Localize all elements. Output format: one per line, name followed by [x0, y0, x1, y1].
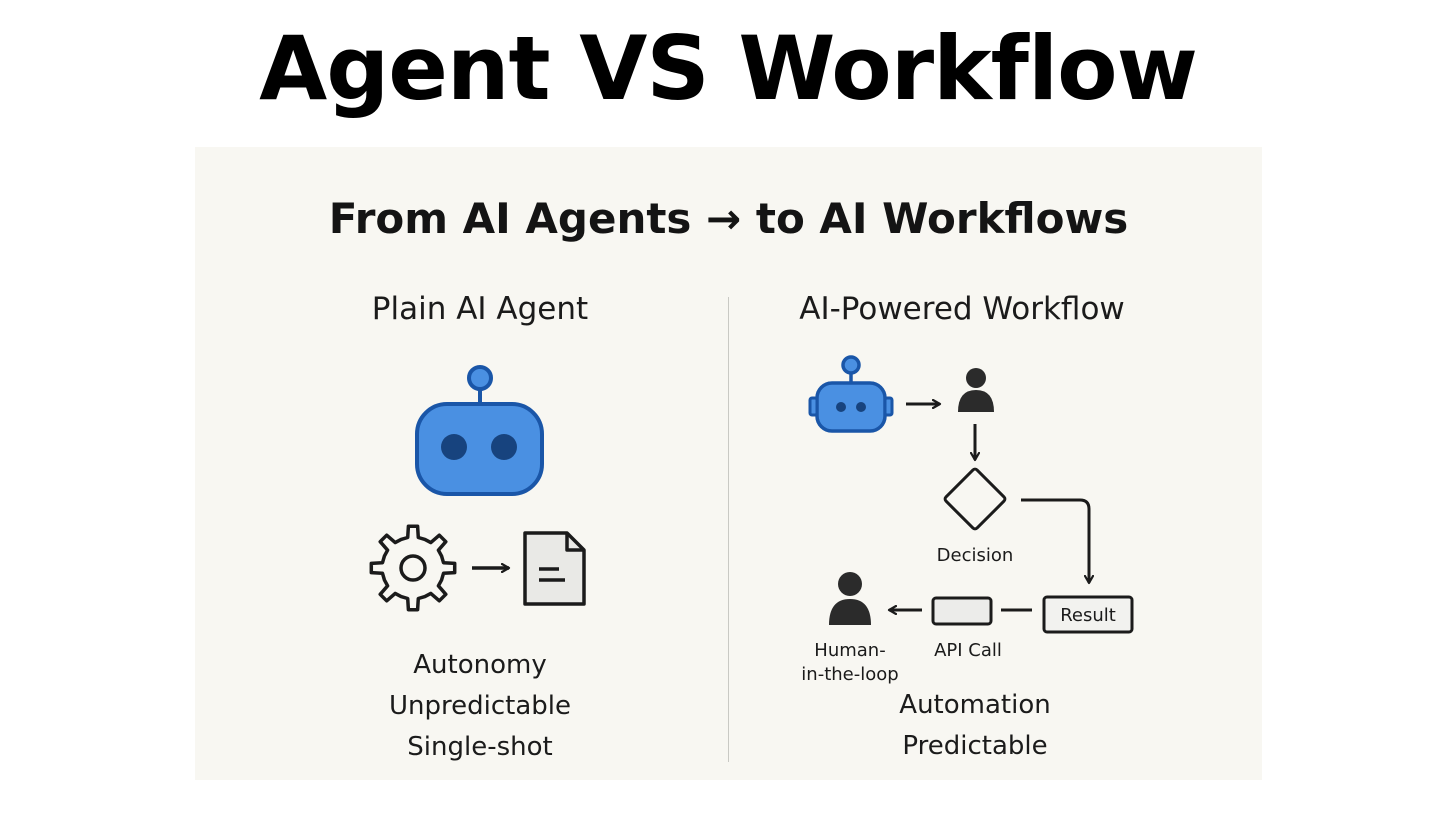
decision-label: Decision [937, 545, 1014, 566]
main-title: Agent VS Workflow [259, 17, 1198, 120]
human-label-line2: in-the-loop [801, 664, 898, 685]
human-person-icon [829, 572, 871, 625]
gear-icon [369, 524, 457, 612]
column-divider [728, 297, 729, 762]
document-icon [523, 531, 586, 606]
trait-item: Predictable [902, 731, 1048, 761]
human-label-line1: Human- [814, 640, 885, 661]
small-robot-icon [808, 355, 894, 433]
person-icon [958, 368, 994, 412]
plain-agent-heading: Plain AI Agent [371, 291, 589, 327]
diamond-decision-icon [943, 467, 1007, 531]
trait-item: Unpredictable [389, 691, 571, 721]
trait-item: Automation [899, 690, 1051, 720]
connector-arrow [1021, 498, 1089, 583]
diagram-canvas: Decision Result API Call Human- in-the-l… [369, 355, 1134, 685]
api-call-node [931, 596, 993, 626]
workflow-heading: AI-Powered Workflow [799, 291, 1125, 327]
robot-icon [415, 365, 544, 496]
panel-title: From AI Agents → to AI Workflows [328, 194, 1129, 243]
agent-traits: Autonomy Unpredictable Single-shot [325, 645, 635, 768]
comparison-panel: From AI Agents → to AI Workflows Plain A… [195, 147, 1262, 780]
trait-item: Autonomy [413, 650, 547, 680]
trait-item: Single-shot [407, 732, 553, 762]
api-call-label: API Call [934, 640, 1002, 661]
workflow-traits: Automation Predictable [815, 685, 1135, 767]
result-node [1042, 595, 1134, 634]
result-label: Result [1060, 605, 1116, 626]
